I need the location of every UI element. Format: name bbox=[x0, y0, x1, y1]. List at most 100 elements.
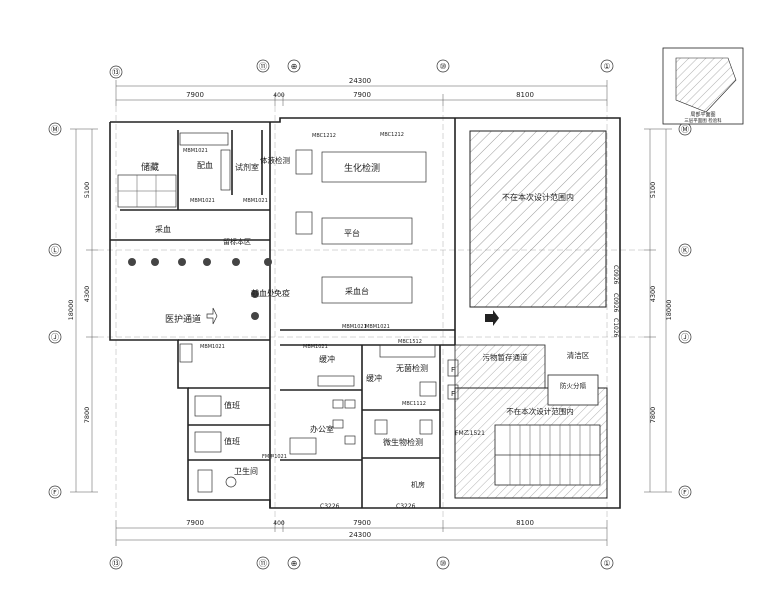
key-plan-caption: 三层平面图 检验科 bbox=[684, 117, 722, 124]
right-total-dimension: 18000 bbox=[665, 300, 673, 321]
desk bbox=[289, 437, 317, 455]
room-label-immune: 免疫 bbox=[274, 288, 290, 298]
dimension-label: 7900 bbox=[186, 91, 204, 99]
axis-label: ① bbox=[603, 559, 610, 568]
axis-bubble: Ⓕ bbox=[48, 485, 62, 499]
dimension-label: 8100 bbox=[516, 519, 534, 527]
axis-label: ① bbox=[603, 62, 610, 71]
room-label-storage: 储藏 bbox=[141, 161, 159, 173]
axis-bubble: Ⓕ bbox=[678, 485, 692, 499]
code-label: MBM1021 bbox=[342, 324, 367, 330]
code-label: C0926 bbox=[612, 293, 619, 313]
axis-label: Ⓜ bbox=[51, 125, 59, 134]
bed bbox=[194, 395, 222, 417]
axis-label: ⑩ bbox=[439, 559, 446, 568]
code-label: MBM1021 bbox=[365, 324, 390, 330]
left-dimension-lines: 5100 4300 7800 18000 bbox=[67, 128, 98, 493]
chairs-row bbox=[128, 258, 272, 320]
room-label-machine: 机房 bbox=[411, 480, 425, 489]
code-label: C3226 bbox=[396, 503, 416, 510]
room-label-buffer: 缓冲 bbox=[319, 354, 335, 364]
room-label-benchtop: 采血台 bbox=[345, 286, 369, 296]
code-label: FM乙1521 bbox=[455, 430, 485, 437]
room-label-micro: 微生物检测 bbox=[383, 437, 423, 447]
door-window-codes: MBM1021 MBC1212 MBC1212 MBM1021 MBM1021 … bbox=[183, 132, 619, 510]
axis-label: Ⓕ bbox=[51, 488, 59, 497]
dimension-label: 400 bbox=[273, 92, 285, 99]
axis-label: Ⓕ bbox=[681, 488, 689, 497]
code-label: FM甲1021 bbox=[262, 454, 287, 460]
key-plan-title: 局部平面图 bbox=[690, 111, 715, 118]
room-label-serum-diff: 生化检测 bbox=[344, 162, 380, 174]
lab-bench bbox=[321, 217, 413, 245]
top-total-dimension: 24300 bbox=[349, 77, 371, 85]
counter-bench bbox=[179, 132, 229, 146]
stairwell bbox=[494, 424, 601, 486]
dimension-label: 5100 bbox=[83, 182, 91, 199]
bottom-dimension-lines: 7900 400 7900 8100 24300 bbox=[115, 519, 608, 546]
dimension-label: 4300 bbox=[649, 286, 657, 303]
code-label: MBC1212 bbox=[380, 132, 404, 138]
arrow-down-icon bbox=[206, 307, 218, 325]
dimension-label: 8100 bbox=[516, 91, 534, 99]
label-clean-zone: 清洁区 bbox=[567, 350, 590, 360]
left-total-dimension: 18000 bbox=[67, 300, 75, 321]
room-label-dispensing: 配血 bbox=[197, 160, 213, 170]
axis-label: Ⓜ bbox=[681, 125, 689, 134]
arrow-right-icon bbox=[485, 310, 499, 326]
code-label: MBM1021 bbox=[183, 148, 208, 154]
lab-bench bbox=[321, 276, 413, 304]
shower-fixture bbox=[197, 469, 213, 493]
bottom-axis-markers: ⑬ ⑪ ⊕ ⑩ ① bbox=[109, 556, 614, 570]
axis-label: ⑩ bbox=[439, 62, 446, 71]
dimension-label: 7900 bbox=[353, 91, 371, 99]
dimension-label: 400 bbox=[273, 520, 285, 527]
dimension-label: 7800 bbox=[649, 407, 657, 424]
room-label-sample: 留标本区 bbox=[223, 237, 251, 246]
axis-bubble: ⑬ bbox=[109, 556, 123, 570]
top-axis-markers: ⑬ ⑪ ⊕ ⑩ ① bbox=[109, 59, 614, 79]
lower-center-rooms: 缓冲 办公室 缓冲 无菌检测 微生物检测 机房 污物暂存通道 清洁区 F F bbox=[280, 344, 590, 508]
sink-fixture bbox=[179, 343, 193, 363]
lab-bench bbox=[321, 151, 427, 183]
right-dimension-lines: 5100 4300 7800 18000 bbox=[644, 128, 673, 493]
room-label-duty2: 值班 bbox=[224, 436, 240, 446]
room-label-office: 办公室 bbox=[310, 424, 334, 434]
room-label-reagent: 试剂室 bbox=[235, 162, 259, 172]
axis-bubble: Ⓛ bbox=[48, 243, 62, 257]
code-label: MBC1512 bbox=[398, 339, 422, 345]
axis-bubble: ⊕ bbox=[287, 59, 301, 73]
label-fire-separation: 防火分隔 bbox=[560, 381, 587, 390]
counter-bench bbox=[220, 149, 231, 191]
room-label-reserved: 平台 bbox=[344, 228, 360, 238]
axis-label: ⊕ bbox=[291, 62, 298, 71]
code-label: C0926 bbox=[612, 265, 619, 285]
code-label: C3226 bbox=[320, 503, 340, 510]
fire-separation-box bbox=[547, 374, 599, 406]
axis-bubble: ⊕ bbox=[287, 556, 301, 570]
axis-bubble: ⑩ bbox=[436, 59, 450, 73]
dimension-label: 4300 bbox=[83, 286, 91, 303]
code-label: MBC1112 bbox=[402, 401, 426, 407]
not-in-scope-zone-upper bbox=[469, 130, 607, 308]
label-F-marker: F bbox=[451, 390, 455, 398]
axis-bubble: Ⓜ bbox=[678, 122, 692, 136]
top-dimension-lines: 24300 7900 400 7900 8100 bbox=[115, 77, 608, 106]
axis-bubble: ⑪ bbox=[256, 59, 270, 73]
label-not-in-scope-upper: 不在本次设计范围内 bbox=[502, 192, 574, 202]
axis-label: Ⓚ bbox=[681, 246, 689, 255]
left-wing: 储藏 配血 试剂室 采血 留标本区 献血处 免疫 医护通道 bbox=[110, 122, 290, 508]
axis-bubble: ⑩ bbox=[436, 556, 450, 570]
room-label-toilet: 卫生间 bbox=[234, 466, 258, 476]
axis-label: ⑪ bbox=[259, 62, 267, 71]
axis-label: ⑪ bbox=[259, 559, 267, 568]
axis-label: Ⓙ bbox=[681, 333, 689, 342]
center-lab: 生化检测 平台 采血台 体液检测 bbox=[260, 118, 499, 345]
left-axis-markers: Ⓜ Ⓛ Ⓙ Ⓕ bbox=[48, 122, 62, 499]
room-label-duty1: 值班 bbox=[224, 400, 240, 410]
dimension-label: 7800 bbox=[83, 407, 91, 424]
code-label: MBM1021 bbox=[190, 198, 215, 204]
key-plan-thumbnail: 局部平面图 三层平面图 检验科 bbox=[662, 47, 744, 125]
code-label: MBM1021 bbox=[200, 344, 225, 350]
